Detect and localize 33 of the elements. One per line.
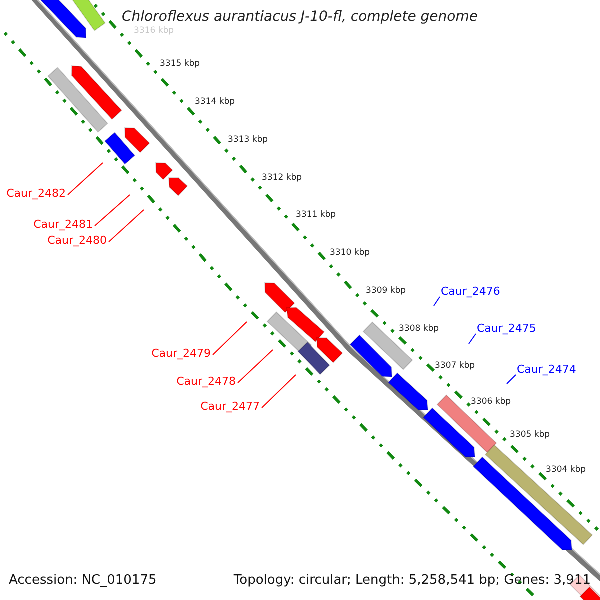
tick-label: 3310 kbp <box>330 249 370 259</box>
leader-line <box>238 350 274 384</box>
leader-line <box>468 334 476 344</box>
title: Chloroflexus aurantiacus J-10-fl, complete genome <box>121 9 479 26</box>
gene-label: Caur_2480 <box>48 235 107 248</box>
gene-label: Caur_2476 <box>441 286 500 299</box>
gene-label: Caur_2478 <box>176 376 236 389</box>
tick-label: 3315 kbp <box>160 60 200 70</box>
gene-label: Caur_2477 <box>200 401 260 414</box>
gene-label: Caur_2479 <box>152 348 211 361</box>
tick-label: 3308 kbp <box>399 325 440 335</box>
leader-line <box>434 296 440 306</box>
leader-line <box>68 162 104 196</box>
leader-line <box>108 210 144 242</box>
footer-text: Topology: circular; Length: 5,258,541 bp; Genes: 3,911 <box>234 574 591 589</box>
tick-label: 3314 kbp <box>195 98 236 108</box>
gene-label: Caur_2474 <box>517 364 576 377</box>
leader-line <box>212 322 248 356</box>
tick-label: 3312 kbp <box>262 174 302 184</box>
gene-label: Caur_2475 <box>477 323 536 336</box>
tick-label: 3311 kbp <box>296 211 336 221</box>
tick-label: 3305 kbp <box>510 431 550 441</box>
footer-text: Accession: NC_010175 <box>9 574 157 589</box>
gene-label: Caur_2481 <box>34 219 93 232</box>
tick-label: 3306 kbp <box>471 398 512 408</box>
leader-line <box>506 374 516 384</box>
tick-label: 3313 kbp <box>228 136 268 146</box>
leader-line <box>262 374 296 408</box>
leader-line <box>94 194 130 226</box>
gene-label: Caur_2482 <box>6 188 66 201</box>
tick-label: 3309 kbp <box>366 287 406 297</box>
tick-label: 3304 kbp <box>546 466 586 476</box>
tick-label: 3307 kbp <box>435 362 476 372</box>
